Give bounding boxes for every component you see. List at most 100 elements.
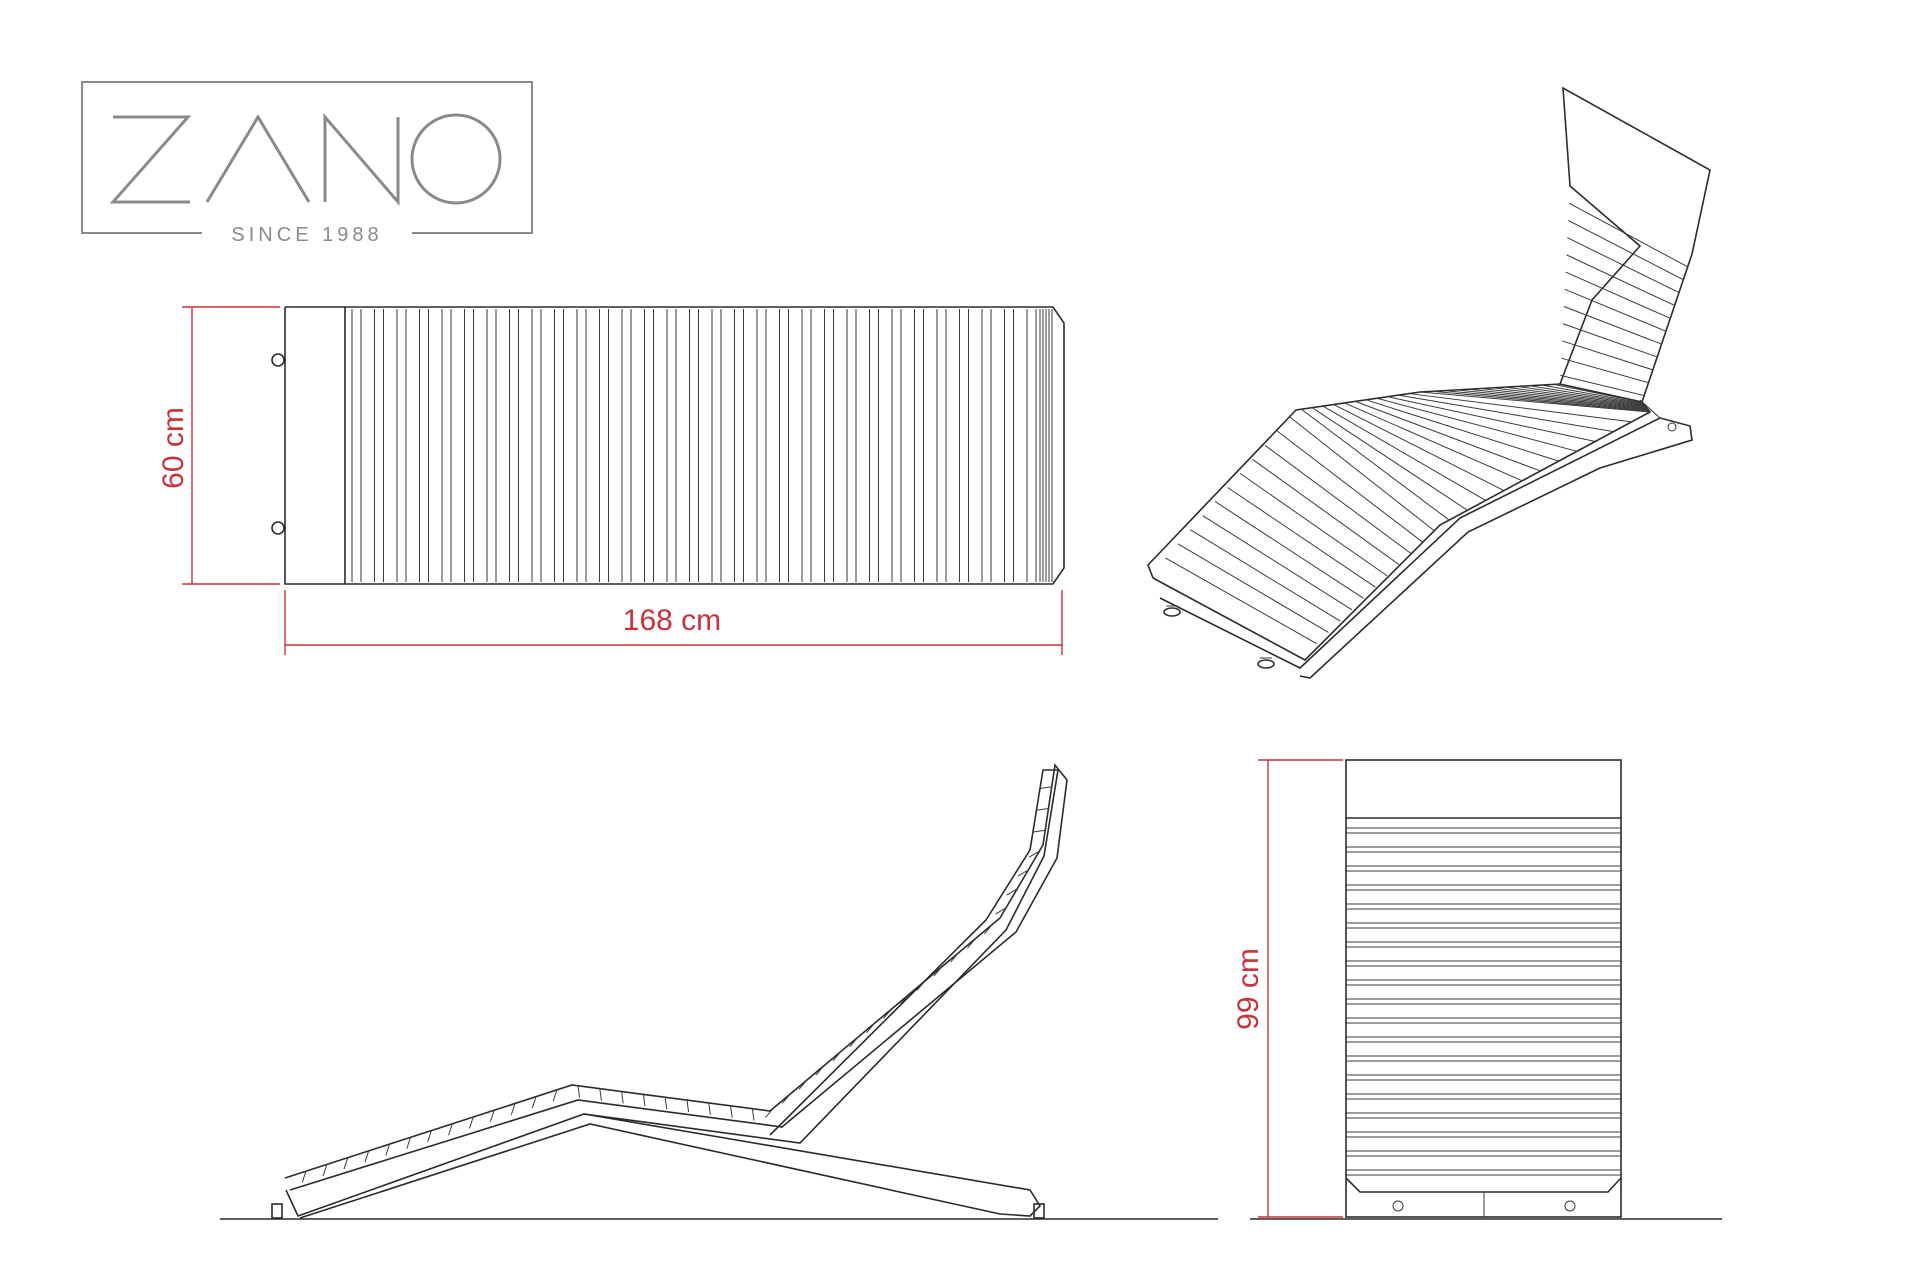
length-dimension: 168 cm <box>284 590 1063 655</box>
brand-logo: SINCE 1988 <box>81 81 533 246</box>
side-slat <box>849 1037 858 1048</box>
side-slat <box>730 1105 733 1118</box>
side-slat <box>301 1171 307 1183</box>
side-slat <box>385 1143 391 1156</box>
side-slat <box>686 1100 690 1113</box>
side-slat <box>489 1110 495 1122</box>
perspective-slat <box>1177 543 1329 633</box>
perspective-slat <box>1432 390 1650 412</box>
side-slat <box>984 924 993 935</box>
perspective-slat <box>1517 385 1645 406</box>
perspective-slat <box>1562 340 1654 371</box>
perspective-slat <box>1529 385 1644 405</box>
side-slat <box>751 1108 755 1121</box>
depth-dimension: 60 cm <box>157 306 280 585</box>
side-view <box>220 763 1218 1220</box>
side-slat <box>1017 869 1029 877</box>
perspective-slat <box>1480 388 1647 409</box>
perspective-slat <box>1376 397 1578 452</box>
side-slat <box>815 1065 825 1076</box>
top-view-slats <box>351 309 1053 582</box>
side-slat <box>510 1103 516 1116</box>
side-slat <box>765 1107 774 1118</box>
side-slat <box>664 1097 668 1110</box>
side-slat <box>1006 888 1018 896</box>
side-slat <box>621 1091 624 1104</box>
side-slat <box>781 1093 791 1104</box>
side-slat <box>406 1137 411 1149</box>
side-slat <box>967 938 976 949</box>
perspective-slat <box>1562 323 1658 358</box>
side-slat <box>798 1079 808 1090</box>
perspective-slat <box>1355 400 1541 472</box>
height-dimension: 99 cm <box>1232 759 1343 1218</box>
perspective-slat <box>1564 288 1667 332</box>
side-slat <box>866 1023 875 1034</box>
perspective-slat <box>1333 404 1505 492</box>
side-slat <box>708 1102 711 1115</box>
side-slat <box>599 1088 602 1101</box>
logo-wordmark <box>109 112 502 207</box>
perspective-slat <box>1214 501 1364 599</box>
side-slat <box>883 1009 892 1019</box>
perspective-slat <box>1165 557 1317 645</box>
side-slat <box>552 1089 558 1102</box>
side-slat <box>343 1157 349 1170</box>
side-slat <box>448 1123 453 1136</box>
side-slat <box>1036 807 1049 811</box>
perspective-slat <box>1264 444 1411 554</box>
perspective-slat <box>1190 529 1341 622</box>
perspective-slat <box>1563 306 1662 345</box>
side-slat <box>322 1164 328 1177</box>
side-slat <box>832 1051 841 1062</box>
side-view-slats <box>301 786 1052 1183</box>
perspective-slat <box>1239 472 1388 577</box>
side-slat <box>1028 850 1040 858</box>
perspective-slat <box>1344 402 1523 482</box>
perspective-slat <box>1568 219 1684 281</box>
perspective-slat <box>1565 271 1671 319</box>
side-slat <box>469 1116 474 1129</box>
length-label: 168 cm <box>623 604 721 637</box>
perspective-slat <box>1444 390 1649 411</box>
perspective-slat <box>1301 408 1450 521</box>
side-slat <box>1039 786 1052 790</box>
perspective-slat <box>1289 416 1435 532</box>
perspective-slat <box>1560 374 1645 397</box>
perspective-slat <box>1365 399 1559 462</box>
perspective-slat <box>1419 391 1651 413</box>
front-view-slats <box>1346 827 1621 1176</box>
side-slat <box>950 952 959 963</box>
perspective-slat <box>1568 202 1688 268</box>
side-slat <box>899 994 909 1005</box>
depth-label: 60 cm <box>157 407 190 489</box>
side-slat <box>995 907 1007 915</box>
perspective-slat <box>1311 407 1468 511</box>
perspective-slat <box>1456 389 1648 410</box>
perspective-slat <box>1505 386 1646 407</box>
perspective-slat <box>1227 487 1376 588</box>
perspective-slat <box>1468 388 1648 410</box>
side-slat <box>916 980 926 991</box>
perspective-slat <box>1252 458 1400 565</box>
perspective-slat <box>1541 384 1644 404</box>
perspective-slat <box>1492 387 1646 408</box>
side-slat <box>577 1085 581 1098</box>
side-slat <box>1033 829 1046 833</box>
side-slat <box>427 1130 432 1143</box>
perspective-slat <box>1202 515 1353 611</box>
perspective-view <box>1147 86 1711 679</box>
side-slat <box>642 1094 646 1107</box>
perspective-slat <box>1387 396 1596 442</box>
height-label: 99 cm <box>1232 948 1265 1030</box>
front-view: 99 cm <box>1232 759 1722 1220</box>
perspective-slat <box>1567 237 1680 294</box>
side-slat <box>364 1150 370 1163</box>
perspective-slat <box>1277 430 1423 543</box>
perspective-slat <box>1398 394 1614 433</box>
perspective-slats <box>1165 202 1688 645</box>
logo-since: SINCE 1988 <box>231 224 382 246</box>
perspective-slat <box>1566 254 1675 306</box>
perspective-slat <box>1561 357 1649 384</box>
